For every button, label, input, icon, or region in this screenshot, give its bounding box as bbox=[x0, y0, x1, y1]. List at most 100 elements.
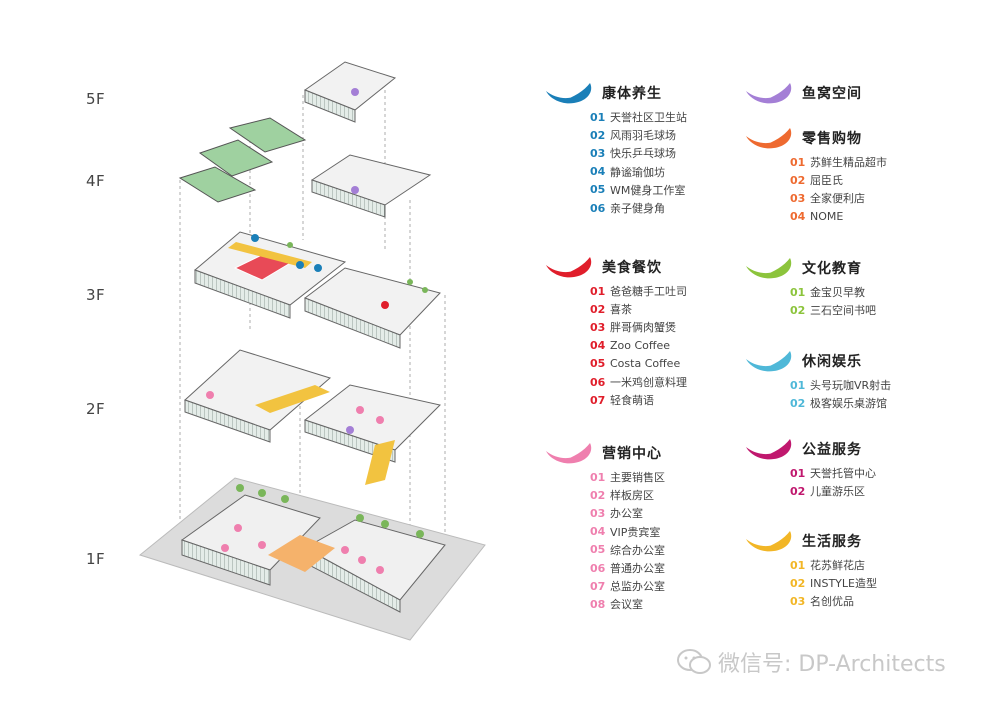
legend-head: 美食餐饮 bbox=[544, 254, 687, 280]
floor-2f bbox=[184, 349, 441, 485]
legend-item-number: 03 bbox=[790, 191, 806, 205]
floor-1f bbox=[138, 477, 486, 641]
floor-label-4f: 4F bbox=[86, 172, 106, 190]
swoosh-icon bbox=[546, 443, 592, 464]
floor-label-1f: 1F bbox=[86, 550, 106, 568]
legend-item-label: 快乐乒乓球场 bbox=[610, 147, 676, 161]
legend-item-label: 办公室 bbox=[610, 507, 643, 521]
building-4f-wall bbox=[311, 179, 386, 218]
legend-item-label: 静谧瑜伽坊 bbox=[610, 165, 665, 179]
swoosh-icon bbox=[546, 83, 592, 104]
legend-item-label: 天誉托管中心 bbox=[810, 467, 876, 481]
legend-item-number: 01 bbox=[790, 466, 806, 480]
markers-3f bbox=[251, 234, 322, 272]
legend-head: 康体养生 bbox=[544, 80, 687, 106]
swoosh-icon bbox=[746, 83, 792, 104]
legend-item-number: 05 bbox=[590, 543, 606, 557]
green-roof-2 bbox=[198, 139, 274, 177]
building-3f-left-wall bbox=[194, 269, 291, 319]
legend-item-label: 总监办公室 bbox=[610, 580, 665, 594]
legend-item: 04 静谧瑜伽坊 bbox=[590, 163, 687, 181]
legend-item: 02 三石空间书吧 bbox=[790, 301, 876, 319]
legend-item-label: 主要销售区 bbox=[610, 471, 665, 485]
floor-label-2f: 2F bbox=[86, 400, 106, 418]
legend-item: 03 全家便利店 bbox=[790, 189, 887, 207]
legend-item-number: 01 bbox=[790, 285, 806, 299]
swoosh-icon bbox=[546, 257, 592, 278]
swoosh-icon bbox=[746, 128, 792, 149]
legend-item-label: 头号玩咖VR射击 bbox=[810, 379, 892, 393]
legend-item: 03 胖哥俩肉蟹煲 bbox=[590, 318, 687, 336]
legend-item-label: 样板房区 bbox=[610, 489, 654, 503]
legend-item-number: 02 bbox=[790, 303, 806, 317]
legend-item-number: 02 bbox=[790, 173, 806, 187]
legend-item-number: 08 bbox=[590, 597, 606, 611]
legend-item-label: 儿童游乐区 bbox=[810, 485, 865, 499]
legend-item: 02 屈臣氏 bbox=[790, 171, 887, 189]
legend-title: 零售购物 bbox=[802, 131, 862, 147]
legend-head: 休闲娱乐 bbox=[744, 348, 891, 374]
markers-3f-red bbox=[381, 301, 389, 309]
floor-label-3f: 3F bbox=[86, 286, 106, 304]
legend-item-number: 04 bbox=[790, 210, 806, 224]
legend-item-label: 胖哥俩肉蟹煲 bbox=[610, 321, 676, 335]
watermark: 微信号: DP-Architects bbox=[676, 646, 946, 678]
plaza-orange bbox=[268, 535, 335, 572]
legend-item: 01 苏鲜生精品超市 bbox=[790, 153, 887, 171]
legend-item: 01 花苏鲜花店 bbox=[790, 556, 877, 574]
legend-title: 鱼窝空间 bbox=[802, 86, 862, 102]
legend-item-label: 爸爸糖手工吐司 bbox=[610, 285, 687, 299]
bridge-2f bbox=[255, 385, 330, 413]
legend-item-number: 01 bbox=[590, 110, 606, 124]
legend-item-number: 05 bbox=[590, 357, 606, 371]
legend-head: 公益服务 bbox=[744, 436, 876, 462]
legend-item-label: 苏鲜生精品超市 bbox=[810, 156, 887, 170]
legend-item-number: 03 bbox=[590, 320, 606, 334]
legend-item-label: 全家便利店 bbox=[810, 192, 865, 206]
legend-group-culture: 文化教育 01 金宝贝早教 02 三石空间书吧 bbox=[744, 255, 876, 319]
legend-group-fish-nest: 鱼窝空间 bbox=[744, 80, 862, 108]
legend-title: 休闲娱乐 bbox=[802, 354, 862, 370]
trees-3f bbox=[287, 242, 428, 293]
legend-item-number: 03 bbox=[790, 594, 806, 608]
legend-item-label: 三石空间书吧 bbox=[810, 304, 876, 318]
building-2f-right bbox=[303, 384, 441, 451]
legend-item-label: 花苏鲜花店 bbox=[810, 559, 865, 573]
building-3f-right-wall bbox=[304, 297, 401, 349]
watermark-text: 微信号: DP-Architects bbox=[718, 652, 946, 677]
legend-item-label: WM健身工作室 bbox=[610, 183, 686, 197]
legend-item: 03 名创优品 bbox=[790, 592, 877, 610]
legend-title: 文化教育 bbox=[802, 261, 862, 277]
legend-title: 康体养生 bbox=[602, 86, 662, 102]
legend-item: 01 天誉托管中心 bbox=[790, 464, 876, 482]
legend-item-label: 金宝贝早教 bbox=[810, 286, 865, 300]
legend-item-number: 02 bbox=[790, 576, 806, 590]
legend-item-number: 01 bbox=[790, 378, 806, 392]
legend-item-number: 01 bbox=[790, 155, 806, 169]
trees-1f bbox=[236, 484, 424, 538]
legend-item-number: 03 bbox=[590, 506, 606, 520]
legend-item-label: 名创优品 bbox=[810, 595, 854, 609]
legend-item-label: 屈臣氏 bbox=[810, 174, 843, 188]
legend-item-number: 01 bbox=[790, 558, 806, 572]
legend-title: 美食餐饮 bbox=[602, 260, 662, 276]
legend-item-label: Zoo Coffee bbox=[610, 339, 671, 353]
legend-item-label: VIP贵宾室 bbox=[610, 525, 661, 539]
legend-item-number: 04 bbox=[590, 165, 606, 179]
legend-item-number: 05 bbox=[590, 183, 606, 197]
legend-item-number: 02 bbox=[590, 488, 606, 502]
swoosh-icon bbox=[746, 531, 792, 552]
